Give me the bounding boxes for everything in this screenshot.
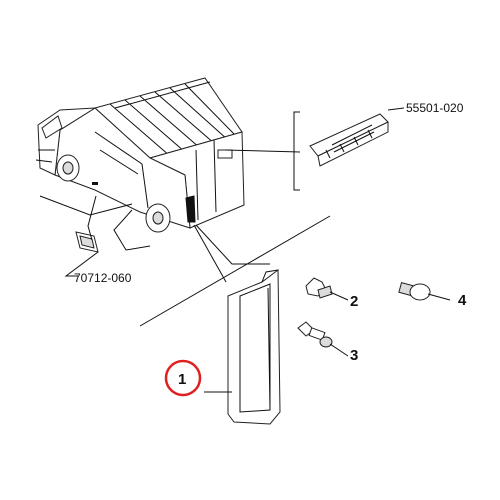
highlight-circle [164,359,202,397]
callout-2: 2 [350,293,358,310]
leader-code-55501 [387,107,405,111]
bracket-third-brake-light [293,111,300,191]
callout-3: 3 [350,347,358,364]
label-55501-020: 55501-020 [406,101,464,115]
leader-side-repeater [64,251,99,277]
callout-4: 4 [458,292,467,309]
bulb-holder-2[interactable] [305,277,333,299]
leader-van-side-2 [87,195,97,241]
label-70712-060: 70712-060 [74,271,132,285]
callout-1: 1 [178,371,186,388]
van-illustration [35,77,245,233]
third-brake-light[interactable] [309,113,389,167]
leader-callout-2 [329,291,349,301]
bulb-4[interactable] [398,282,431,301]
leader-callout-3 [329,343,349,357]
side-repeater-lamp[interactable] [75,231,99,253]
leader-rear-lamp-2 [195,224,270,265]
leader-van-side-3 [113,209,151,251]
leader-third-brake-light [224,149,301,153]
leader-van-side-1 [39,195,133,216]
rear-lamp-housing[interactable] [227,269,281,425]
leader-callout-4 [427,293,451,301]
bulb-socket-3[interactable] [297,321,333,348]
leader-rear-lamp-1 [193,224,227,283]
section-divider-line [139,215,331,327]
